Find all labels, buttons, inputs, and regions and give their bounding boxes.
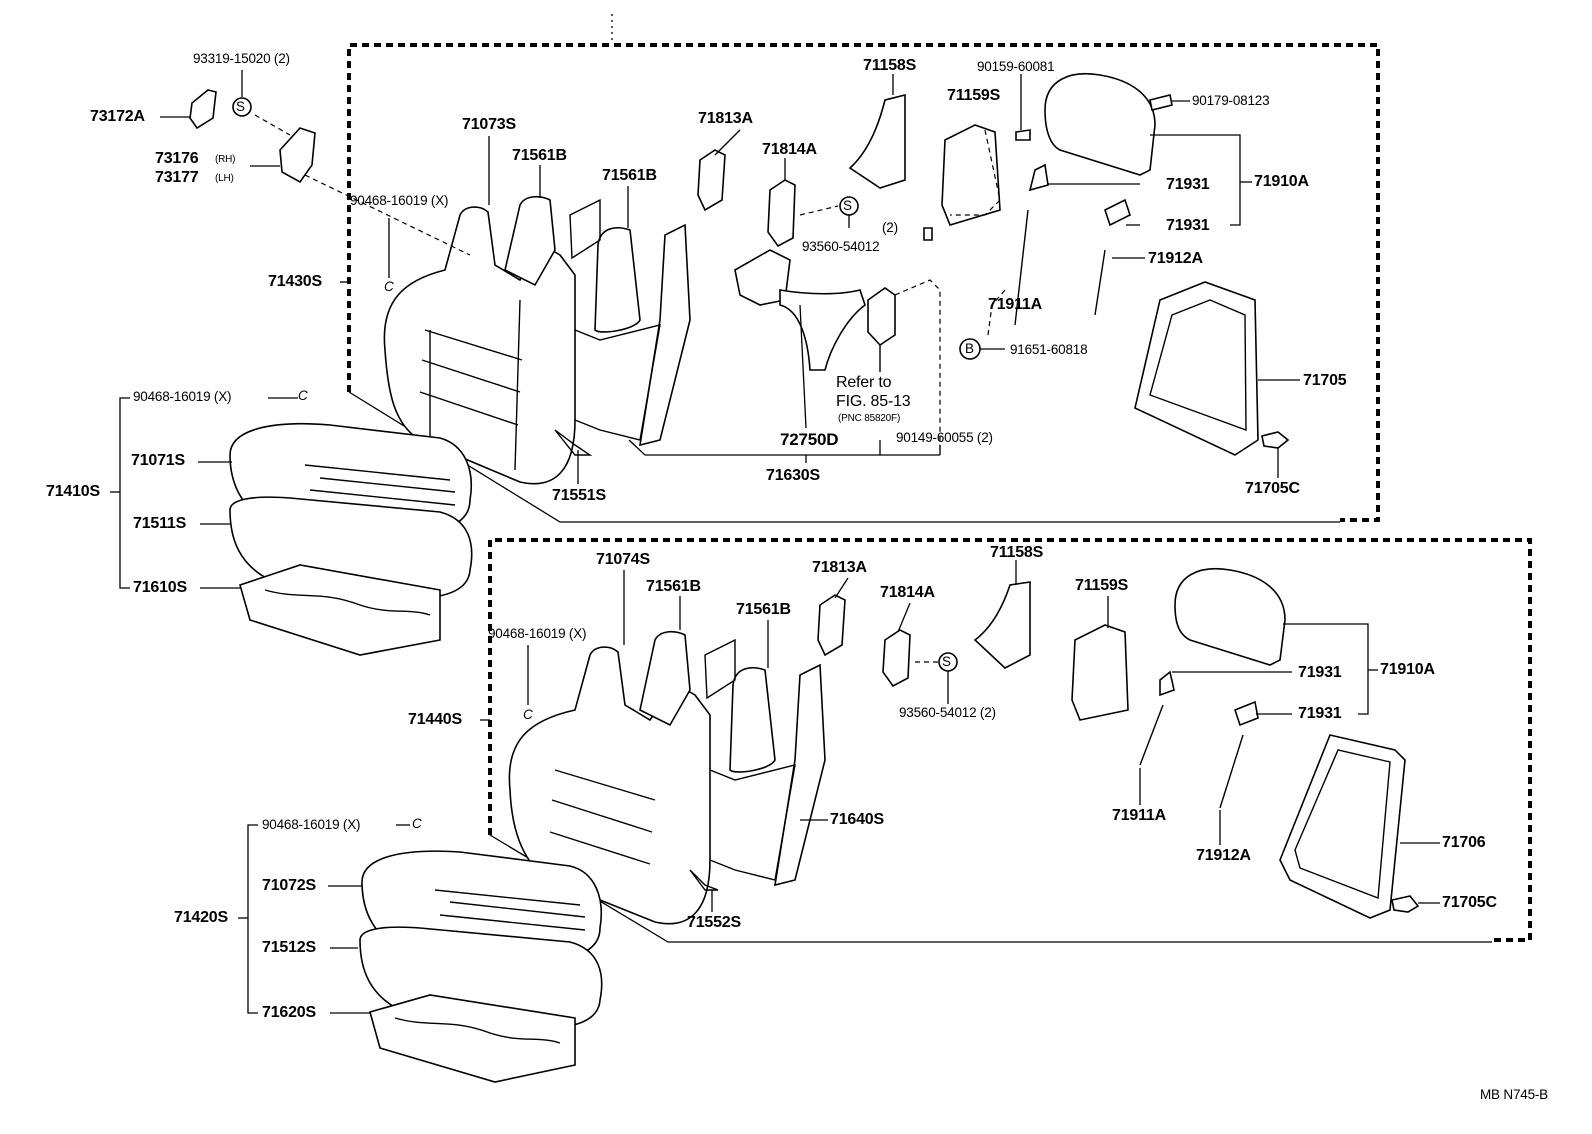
symbol-s-bolt-lower: S [942,654,951,669]
label-71910a-upper: 71910A [1254,173,1309,190]
label-73176: 73176 [155,150,199,167]
label-73172a: 73172A [90,108,145,125]
label-hog-ring-lower-back: 90468-16019 (X) [488,626,587,641]
label-71561b-lower-right: 71561B [736,601,791,618]
leader-lines [110,70,1440,1014]
label-90179: 90179-08123 [1192,93,1270,108]
label-71706: 71706 [1442,834,1486,851]
label-71074s: 71074S [596,551,650,568]
label-71640s: 71640S [830,811,884,828]
label-71561b-upper-right: 71561B [602,167,657,184]
label-clip-93319: 93319-15020 (2) [193,51,290,66]
label-90149: 90149-60055 (2) [896,430,993,445]
label-71705: 71705 [1303,372,1347,389]
label-71931-upper-b: 71931 [1166,217,1210,234]
label-71561b-lower-left: 71561B [646,578,701,595]
label-bolt-qty-upper: (2) [882,220,898,235]
label-71911a-lower: 71911A [1112,807,1166,824]
label-71814a-upper: 71814A [762,141,817,158]
label-71813a-lower: 71813A [812,559,867,576]
label-lh-note: (LH) [215,173,234,184]
label-71071s: 71071S [131,452,185,469]
symbol-c-upper-back: C [384,279,394,294]
refer-line-3: (PNC 85820F) [838,413,901,424]
label-rh-note: (RH) [215,154,236,165]
label-71159s-lower: 71159S [1075,577,1129,594]
symbol-c-upper-cushion: C [298,388,308,403]
label-71912a-lower: 71912A [1196,847,1251,864]
label-71931-lower-b: 71931 [1298,705,1342,722]
label-71158s-upper: 71158S [863,57,917,74]
label-71610s: 71610S [133,579,187,596]
label-71552s: 71552S [687,914,741,931]
drawing-code: MB N745-B [1480,1087,1548,1102]
label-hog-ring-upper-back: 90468-16019 (X) [350,193,449,208]
lower-seatback-drawing [508,630,826,925]
symbol-c-lower-cushion: C [412,816,422,831]
label-90159: 90159-60081 [977,59,1055,74]
upper-seatback-drawing [383,195,691,485]
label-71705c-upper: 71705C [1245,480,1300,497]
label-71705c-lower: 71705C [1442,894,1497,911]
label-71410s: 71410S [46,483,100,500]
label-71931-upper-a: 71931 [1166,176,1210,193]
label-hog-ring-lower-cushion: 90468-16019 (X) [262,817,361,832]
label-71512s: 71512S [262,939,316,956]
label-71551s: 71551S [552,487,606,504]
label-72750d: 72750D [780,430,839,449]
label-93560-lower: 93560-54012 (2) [899,705,996,720]
symbol-s-bolt-upper: S [843,198,852,213]
symbol-s-clip: S [236,99,245,114]
label-71814a-lower: 71814A [880,584,935,601]
label-71912a-upper: 71912A [1148,250,1203,267]
label-91651: 91651-60818 [1010,342,1088,357]
symbol-b-bushing: B [965,341,974,356]
label-71561b-upper-left: 71561B [512,147,567,164]
label-71073s: 71073S [462,116,516,133]
refer-line-2: FIG. 85-13 [836,393,911,410]
label-71911a-upper: 71911A [988,296,1042,313]
label-71430s: 71430S [268,273,322,290]
lower-cushion-drawing [359,850,603,1083]
label-71511s: 71511S [133,515,187,532]
label-71620s: 71620S [262,1004,316,1021]
label-71910a-lower: 71910A [1380,661,1435,678]
lower-small-parts [817,568,1420,919]
symbol-c-lower-back: C [523,707,533,722]
label-73177: 73177 [155,169,199,186]
label-71420s: 71420S [174,909,228,926]
label-71931-lower-a: 71931 [1298,664,1342,681]
label-71813a-upper: 71813A [698,110,753,127]
label-71440s: 71440S [408,711,462,728]
label-93560-upper: 93560-54012 [802,239,880,254]
upper-small-parts [189,73,1290,456]
label-71158s-lower: 71158S [990,544,1044,561]
refer-line-1: Refer to [836,374,892,391]
label-71159s-upper: 71159S [947,87,1001,104]
label-71072s: 71072S [262,877,316,894]
label-hog-ring-upper-cushion: 90468-16019 (X) [133,389,232,404]
upper-cushion-drawing [229,422,473,656]
label-71630s: 71630S [766,467,820,484]
